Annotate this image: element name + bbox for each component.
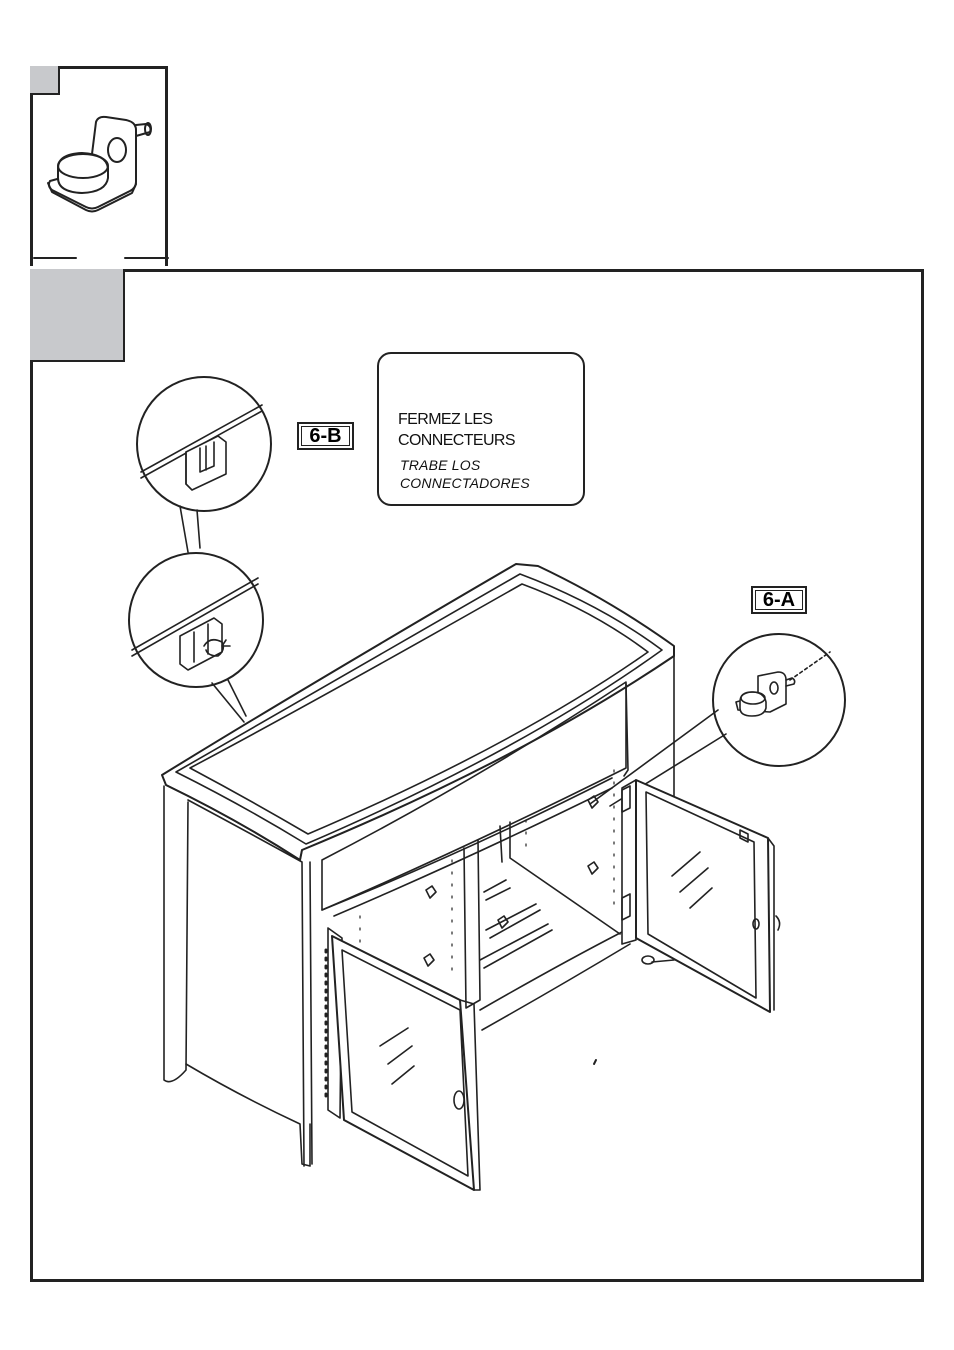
detail-circle-6b-top (137, 377, 271, 511)
detail-circle-6b-bottom (129, 553, 263, 687)
detail-circle-6a (713, 634, 845, 766)
shelf-support-pin-icon (48, 117, 151, 212)
shelf-pins-installed (424, 796, 598, 966)
tv-cabinet-illustration (162, 564, 780, 1190)
